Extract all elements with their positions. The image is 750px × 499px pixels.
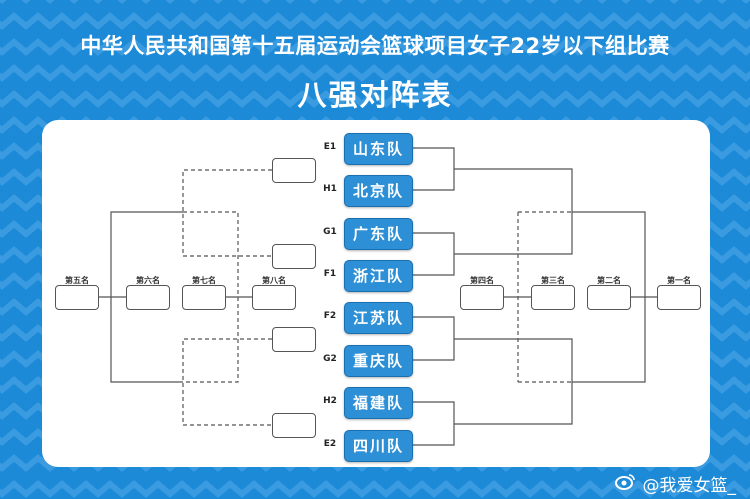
qf-lines <box>411 147 657 446</box>
watermark: @我爱女篮_ <box>615 471 736 496</box>
rank-label-7: 第七名 <box>192 276 216 285</box>
seed-label: E2 <box>323 439 337 449</box>
zigzag-stripe <box>0 454 750 472</box>
seed-label: G2 <box>323 354 337 364</box>
rank-label-5: 第五名 <box>65 276 89 285</box>
rank-label-6: 第六名 <box>136 276 160 285</box>
seed-label: F2 <box>323 311 337 321</box>
team-box: 浙江队 <box>344 260 413 292</box>
seed-label: H1 <box>323 184 337 194</box>
dashed-lines <box>182 169 572 426</box>
empty-slot <box>272 158 316 183</box>
team-box: 四川队 <box>344 430 413 462</box>
rank-label-8: 第八名 <box>262 276 286 285</box>
seed-label: H2 <box>323 396 337 406</box>
rank-box-7 <box>182 285 226 310</box>
page-subtitle: 八强对阵表 <box>297 78 453 112</box>
watermark-text: @我爱女篮_ <box>642 476 737 496</box>
team-box: 广东队 <box>344 218 413 250</box>
rank-label-1: 第一名 <box>667 276 691 285</box>
page-title: 中华人民共和国第十五届运动会篮球项目女子22岁以下组比赛 <box>80 34 670 58</box>
rank-box-8 <box>252 285 296 310</box>
classification-lines <box>98 211 252 383</box>
zigzag-stripe <box>0 90 750 108</box>
rank-label-2: 第二名 <box>597 276 621 285</box>
zigzag-stripe <box>0 12 750 30</box>
seed-label: F1 <box>323 269 337 279</box>
team-box: 重庆队 <box>344 345 413 377</box>
rank-box-5 <box>55 285 99 310</box>
rank-box-3 <box>531 285 575 310</box>
weibo-icon <box>615 474 642 495</box>
rank-box-1 <box>657 285 701 310</box>
empty-slot <box>272 413 316 438</box>
rank-box-4 <box>460 285 504 310</box>
rank-box-2 <box>587 285 631 310</box>
seed-label: E1 <box>323 142 337 152</box>
zigzag-stripe <box>0 480 750 498</box>
rank-label-3: 第三名 <box>541 276 565 285</box>
team-box: 江苏队 <box>344 302 413 334</box>
team-box: 山东队 <box>344 133 413 165</box>
zigzag-stripe <box>0 64 750 82</box>
rank-box-6 <box>126 285 170 310</box>
seed-label: G1 <box>323 227 337 237</box>
empty-slot <box>272 244 316 269</box>
rank-label-4: 第四名 <box>470 276 494 285</box>
zigzag-stripe <box>0 38 750 56</box>
empty-slot <box>272 327 316 352</box>
team-box: 福建队 <box>344 387 413 419</box>
team-box: 北京队 <box>344 175 413 207</box>
